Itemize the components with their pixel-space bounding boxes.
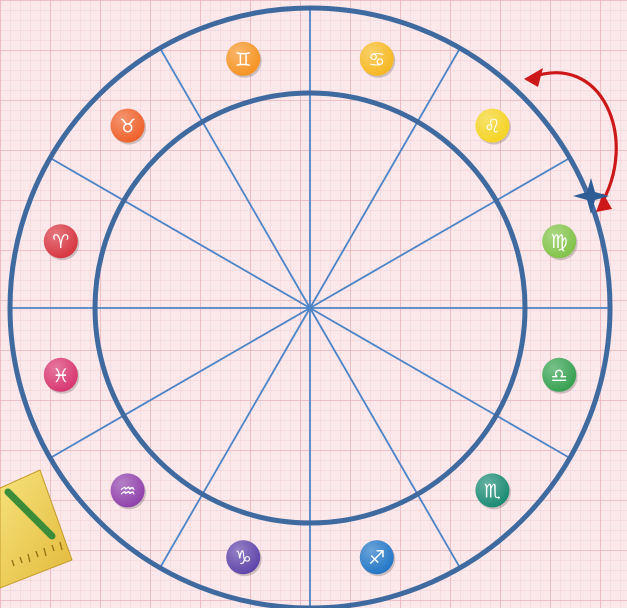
aquarius-glyph: ♒ xyxy=(119,480,136,502)
cancer-glyph: ♋ xyxy=(368,49,385,71)
taurus-glyph: ♉ xyxy=(119,116,136,138)
pisces-glyph: ♓ xyxy=(52,365,69,387)
aries-glyph: ♈ xyxy=(52,231,69,253)
gemini-glyph: ♊ xyxy=(235,49,252,71)
capricorn-glyph: ♑ xyxy=(235,547,252,569)
sagittarius-glyph: ♐ xyxy=(368,547,385,569)
libra-glyph: ♎ xyxy=(551,365,568,387)
virgo-glyph: ♍ xyxy=(551,231,568,253)
leo-glyph: ♌ xyxy=(484,116,501,138)
scorpio-glyph: ♏ xyxy=(484,480,501,502)
